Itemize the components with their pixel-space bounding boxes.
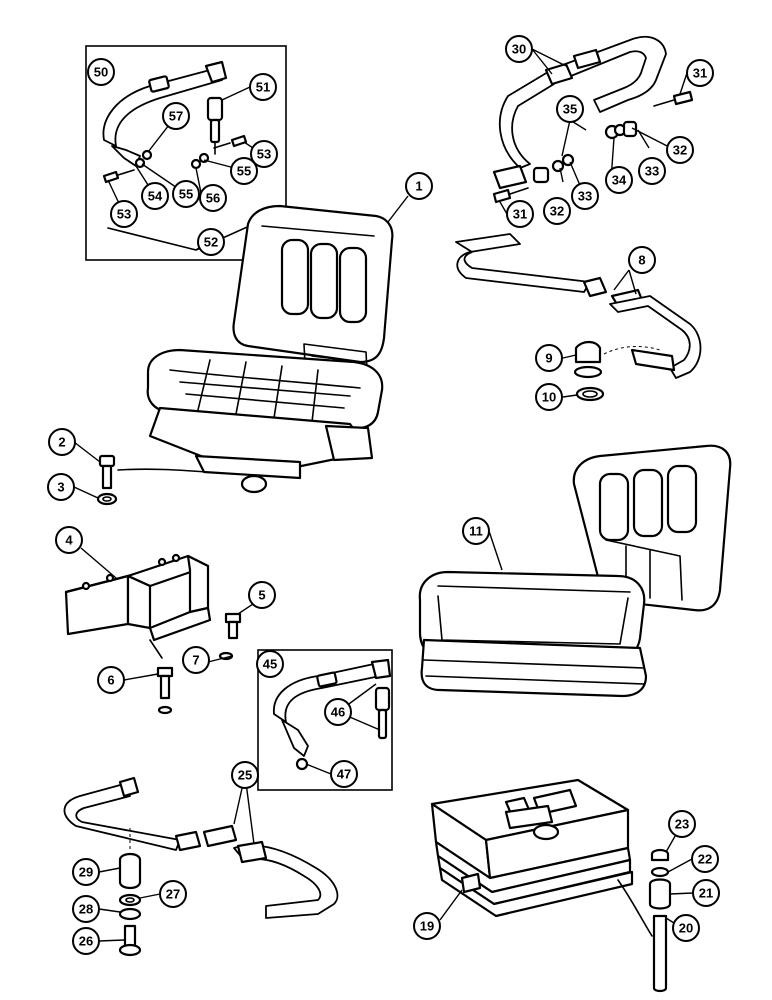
callout-56: 56 [199, 184, 227, 212]
callout-4: 4 [55, 526, 83, 554]
svg-text:25: 25 [238, 768, 252, 783]
svg-text:4: 4 [65, 533, 73, 548]
callout-31: 31 [686, 59, 714, 87]
seat-belt-8 [455, 233, 702, 402]
svg-text:22: 22 [698, 852, 712, 867]
callout-20: 20 [672, 914, 700, 942]
callout-3: 3 [47, 473, 75, 501]
seat-belt-assembly-30 [492, 35, 694, 204]
svg-text:10: 10 [542, 390, 556, 405]
callout-33: 33 [571, 182, 599, 210]
svg-text:27: 27 [166, 887, 180, 902]
svg-text:7: 7 [192, 653, 199, 668]
svg-text:51: 51 [256, 80, 270, 95]
callout-23: 23 [668, 810, 696, 838]
callout-11: 11 [462, 517, 490, 545]
callout-10: 10 [535, 383, 563, 411]
svg-text:32: 32 [550, 204, 564, 219]
inset-box-50 [85, 45, 287, 261]
callout-28: 28 [72, 895, 100, 923]
callout-52: 52 [197, 228, 225, 256]
svg-text:50: 50 [94, 65, 108, 80]
svg-text:53: 53 [257, 147, 271, 162]
svg-text:28: 28 [79, 902, 93, 917]
callout-51: 51 [249, 73, 277, 101]
callout-47: 47 [330, 760, 358, 788]
svg-text:56: 56 [206, 191, 220, 206]
svg-text:21: 21 [699, 886, 713, 901]
svg-text:29: 29 [79, 865, 93, 880]
svg-text:9: 9 [545, 351, 552, 366]
svg-text:55: 55 [179, 187, 193, 202]
callout-25: 25 [231, 761, 259, 789]
callout-1: 1 [405, 172, 433, 200]
svg-text:11: 11 [469, 524, 483, 539]
svg-text:32: 32 [673, 143, 687, 158]
seat-belt-25 [63, 776, 339, 957]
svg-text:31: 31 [513, 207, 527, 222]
mounting-bracket-4 [64, 553, 242, 715]
callout-33: 33 [638, 157, 666, 185]
callout-54: 54 [141, 182, 169, 210]
svg-text:3: 3 [57, 480, 64, 495]
svg-text:46: 46 [331, 705, 345, 720]
svg-text:6: 6 [107, 673, 114, 688]
inset-box-45 [257, 649, 393, 791]
svg-text:1: 1 [415, 179, 422, 194]
svg-text:20: 20 [679, 921, 693, 936]
svg-text:33: 33 [578, 189, 592, 204]
svg-text:8: 8 [638, 253, 645, 268]
callout-34: 34 [605, 166, 633, 194]
callout-57: 57 [162, 102, 190, 130]
callout-45: 45 [256, 650, 284, 678]
seat-assembly-11 [418, 444, 732, 698]
callout-55: 55 [172, 180, 200, 208]
svg-text:54: 54 [148, 189, 163, 204]
svg-text:57: 57 [169, 109, 183, 124]
callout-8: 8 [628, 246, 656, 274]
svg-text:19: 19 [420, 919, 434, 934]
svg-text:5: 5 [258, 588, 265, 603]
seat-assembly-1 [117, 204, 394, 494]
svg-text:52: 52 [204, 235, 218, 250]
svg-text:26: 26 [79, 934, 93, 949]
callout-50: 50 [87, 58, 115, 86]
callout-32: 32 [543, 197, 571, 225]
callout-9: 9 [535, 344, 563, 372]
callout-32: 32 [666, 136, 694, 164]
svg-text:23: 23 [675, 817, 689, 832]
svg-text:31: 31 [693, 66, 707, 81]
bolt-2-and-washer-3 [96, 454, 118, 506]
callout-21: 21 [692, 879, 720, 907]
svg-text:34: 34 [612, 173, 627, 188]
svg-text:47: 47 [337, 767, 351, 782]
svg-text:35: 35 [563, 102, 577, 117]
callout-53: 53 [250, 140, 278, 168]
callout-5: 5 [248, 581, 276, 609]
seat-suspension-19 [430, 778, 672, 993]
callout-53: 53 [110, 200, 138, 228]
svg-text:33: 33 [645, 164, 659, 179]
callout-27: 27 [159, 880, 187, 908]
svg-text:45: 45 [263, 657, 277, 672]
callout-31: 31 [506, 200, 534, 228]
callout-30: 30 [505, 35, 533, 63]
svg-text:53: 53 [117, 207, 131, 222]
callout-55: 55 [230, 157, 258, 185]
svg-text:55: 55 [237, 164, 251, 179]
callout-19: 19 [413, 912, 441, 940]
callout-2: 2 [48, 428, 76, 456]
callout-22: 22 [691, 845, 719, 873]
callout-26: 26 [72, 927, 100, 955]
svg-text:30: 30 [512, 42, 526, 57]
callout-46: 46 [324, 698, 352, 726]
callout-29: 29 [72, 858, 100, 886]
callout-7: 7 [182, 646, 210, 674]
svg-text:2: 2 [58, 435, 65, 450]
callout-6: 6 [97, 666, 125, 694]
callout-35: 35 [556, 95, 584, 123]
